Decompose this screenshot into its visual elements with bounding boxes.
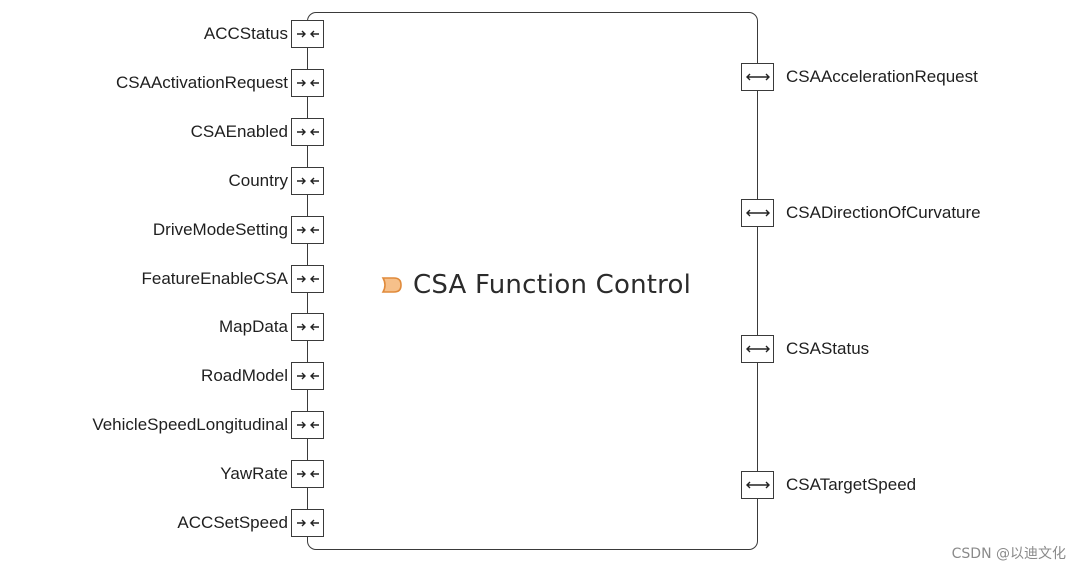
output-port-label: CSADirectionOfCurvature — [786, 203, 981, 222]
receiver-port-CSAActivationRequest[interactable] — [291, 69, 324, 97]
receiver-port-icon — [296, 79, 319, 87]
receiver-port-DriveModeSetting[interactable] — [291, 216, 324, 244]
receiver-port-icon — [296, 177, 319, 185]
receiver-port-CSAEnabled[interactable] — [291, 118, 324, 146]
input-port-label: ACCStatus — [203, 24, 288, 43]
sender-port-icon — [745, 209, 770, 217]
receiver-port-MapData[interactable] — [291, 313, 324, 341]
sender-port-CSAAccelerationRequest[interactable] — [741, 63, 774, 91]
receiver-port-icon — [296, 323, 319, 331]
receiver-port-VehicleSpeedLongitudinal[interactable] — [291, 411, 324, 439]
component-title-text: CSA Function Control — [413, 270, 692, 300]
input-port-label: DriveModeSetting — [152, 220, 288, 239]
receiver-port-icon — [296, 275, 319, 283]
receiver-port-icon — [296, 226, 319, 234]
input-port-label: CSAActivationRequest — [116, 73, 288, 92]
output-port-label: CSATargetSpeed — [786, 475, 917, 494]
sender-port-CSADirectionOfCurvature[interactable] — [741, 199, 774, 227]
output-port-label: CSAStatus — [786, 339, 870, 358]
output-port-label: CSAAccelerationRequest — [786, 67, 978, 86]
input-port-label: VehicleSpeedLongitudinal — [92, 415, 288, 434]
receiver-port-icon — [296, 372, 319, 380]
software-component-box[interactable] — [307, 12, 758, 550]
receiver-port-ACCSetSpeed[interactable] — [291, 509, 324, 537]
input-port-label: Country — [228, 171, 288, 190]
receiver-port-Country[interactable] — [291, 167, 324, 195]
sender-port-CSATargetSpeed[interactable] — [741, 471, 774, 499]
composition-icon — [381, 277, 402, 293]
sender-port-CSAStatus[interactable] — [741, 335, 774, 363]
receiver-port-YawRate[interactable] — [291, 460, 324, 488]
sender-port-icon — [745, 345, 770, 353]
sender-port-icon — [745, 481, 770, 489]
watermark: CSDN @以迪文化 — [951, 546, 1066, 562]
input-port-label: RoadModel — [201, 366, 288, 385]
component-title: CSA Function Control — [381, 268, 691, 302]
receiver-port-RoadModel[interactable] — [291, 362, 324, 390]
receiver-port-icon — [296, 470, 319, 478]
receiver-port-ACCStatus[interactable] — [291, 20, 324, 48]
receiver-port-icon — [296, 421, 319, 429]
receiver-port-icon — [296, 30, 319, 38]
input-port-label: YawRate — [220, 464, 288, 483]
receiver-port-icon — [296, 128, 319, 136]
input-port-label: ACCSetSpeed — [177, 513, 288, 532]
input-port-label: MapData — [219, 317, 288, 336]
receiver-port-icon — [296, 519, 319, 527]
input-port-label: FeatureEnableCSA — [141, 269, 288, 288]
sender-port-icon — [745, 73, 770, 81]
receiver-port-FeatureEnableCSA[interactable] — [291, 265, 324, 293]
input-port-label: CSAEnabled — [190, 122, 288, 141]
